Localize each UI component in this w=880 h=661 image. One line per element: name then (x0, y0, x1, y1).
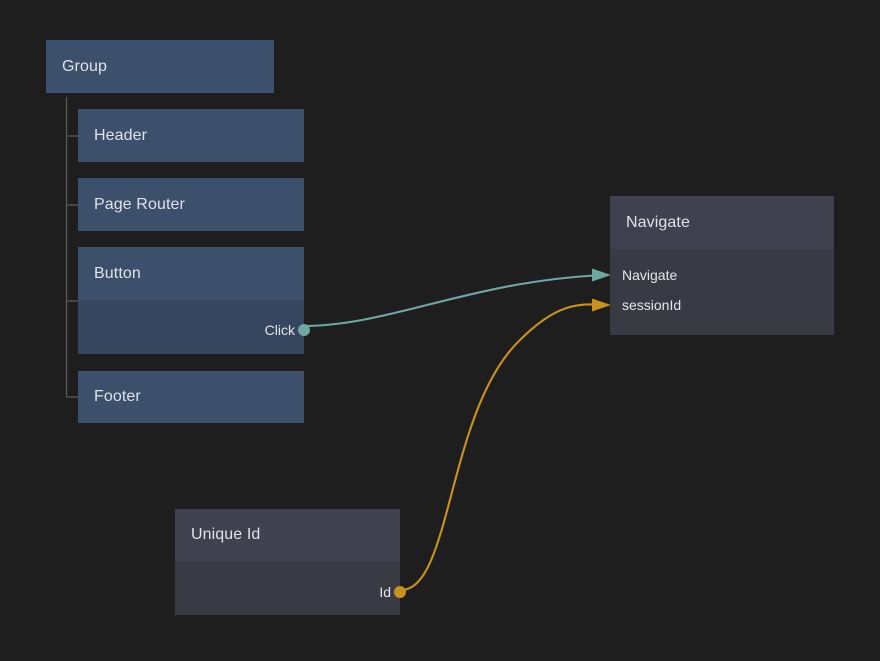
node-footer-title: Footer (94, 388, 141, 405)
port-navigate-sessionid[interactable]: sessionId (610, 295, 681, 315)
node-group-title: Group (62, 57, 107, 75)
node-header-title: Header (94, 126, 148, 144)
node-unique-id[interactable]: Unique Id Id (175, 509, 406, 615)
node-unique-id-header[interactable]: Unique Id (175, 509, 400, 561)
node-navigate-body: Navigate sessionId (610, 249, 834, 335)
node-footer[interactable]: Footer (78, 371, 304, 423)
node-unique-id-body: Id (175, 561, 406, 615)
node-button-body: Click (78, 300, 310, 354)
port-button-click[interactable]: Click (264, 320, 310, 340)
node-header-header[interactable]: Header (78, 109, 304, 162)
node-navigate[interactable]: Navigate Navigate sessionId (610, 196, 834, 335)
node-navigate-header[interactable]: Navigate (610, 196, 834, 249)
node-button-header[interactable]: Button (78, 247, 304, 300)
node-navigate-title: Navigate (626, 213, 690, 231)
port-button-click-dot[interactable] (298, 324, 310, 336)
node-footer-header[interactable]: Footer (78, 371, 304, 423)
port-navigate-navigate[interactable]: Navigate (610, 265, 677, 285)
node-page-router-title: Page Router (94, 195, 185, 213)
node-unique-id-title: Unique Id (191, 526, 261, 543)
node-page-router[interactable]: Page Router (78, 178, 304, 231)
node-group[interactable]: Group (46, 40, 274, 93)
node-button[interactable]: Button Click (78, 247, 310, 354)
port-unique-id-id-dot[interactable] (394, 586, 406, 598)
node-page-router-header[interactable]: Page Router (78, 178, 304, 231)
node-group-header[interactable]: Group (46, 40, 274, 93)
port-navigate-navigate-label: Navigate (622, 267, 678, 283)
port-unique-id-id[interactable]: Id (379, 582, 406, 602)
port-button-click-label: Click (264, 322, 295, 338)
node-header[interactable]: Header (78, 109, 304, 162)
node-button-title: Button (94, 264, 141, 282)
port-unique-id-id-label: Id (379, 584, 391, 600)
port-navigate-sessionid-label: sessionId (622, 297, 682, 313)
